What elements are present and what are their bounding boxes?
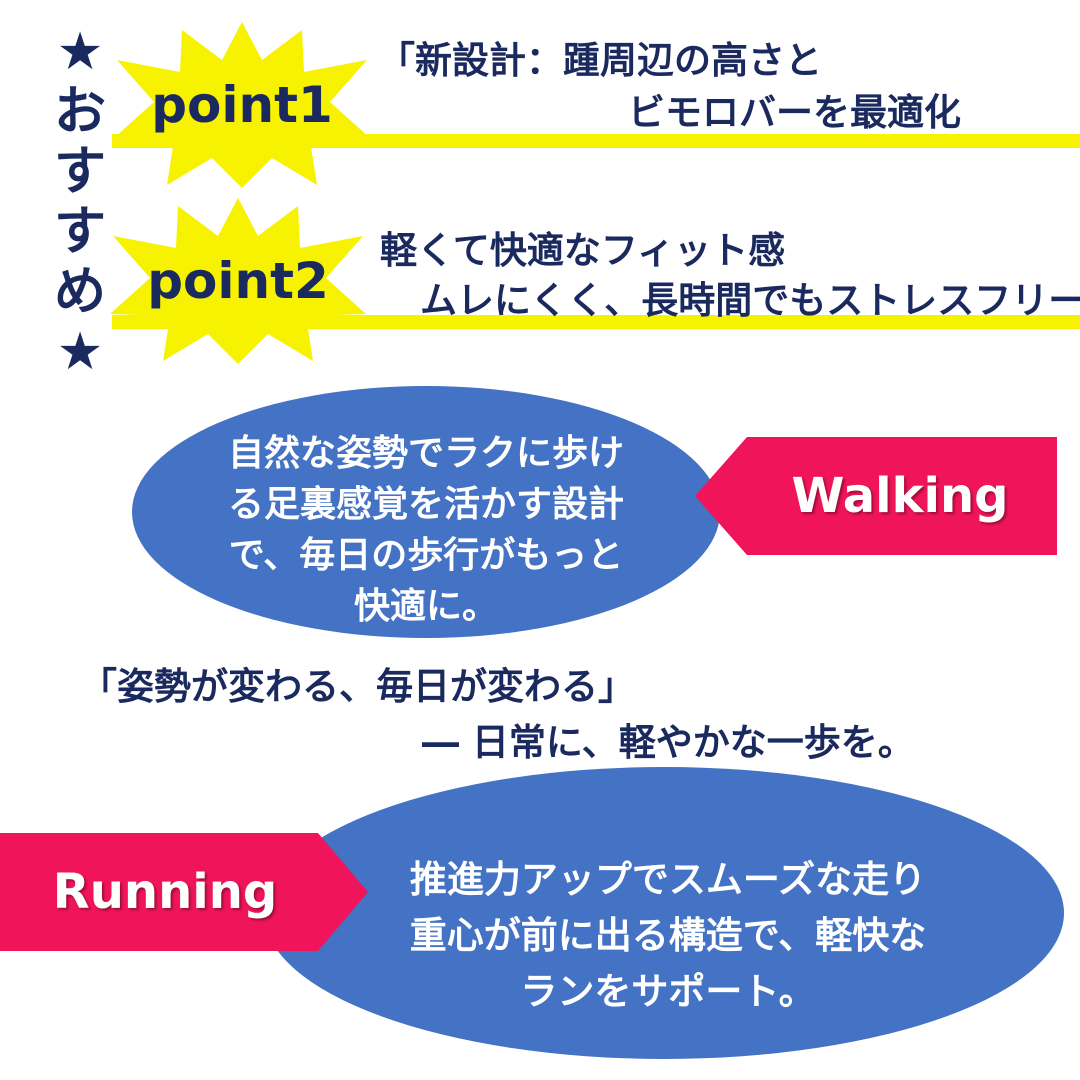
slogan-line2: ― 日常に、軽やかな一歩を。 [422,721,915,764]
walking-tag-label: Walking [791,468,1009,524]
starburst-icon [110,198,366,364]
point1-badge: point1 [112,20,372,190]
point2-badge-label: point2 [147,252,329,310]
running-tag-label: Running [52,864,278,920]
running-line: 推進力アップでスムーズな走り [409,858,927,901]
walking-line: で、毎日の歩行がもっと [228,535,624,576]
running-line: ランをサポート。 [520,970,816,1013]
walking-ellipse [132,386,720,638]
vertical-char: お [53,82,106,142]
point1-badge-label: point1 [151,76,333,134]
running-ellipse [264,767,1064,1059]
walking-line: 自然な姿勢でラクに歩け [227,433,624,474]
walking-line: 快適に。 [353,586,498,627]
point1-line1: 「新設計：踵周辺の高さと [378,39,822,82]
running-tag [0,833,368,951]
vertical-char: す [53,202,106,262]
vertical-char: め [53,262,106,322]
recommend-vertical-label: ★ お す す め ★ [50,22,110,382]
vertical-char: す [53,142,106,202]
point1-line2: ビモロバーを最適化 [628,91,961,134]
point2-underline [112,315,1080,329]
starburst-icon [114,22,370,188]
walking-description: 自然な姿勢でラクに歩け る足裏感覚を活かす設計 で、毎日の歩行がもっと 快適に。 [130,428,722,632]
star-icon: ★ [56,22,104,82]
slogan-line1: 「姿勢が変わる、毎日が変わる」 [80,665,635,708]
walking-line: る足裏感覚を活かす設計 [227,484,624,525]
point2-badge: point2 [108,196,368,366]
walking-tag [695,437,1057,555]
running-description: 推進力アップでスムーズな走り 重心が前に出る構造で、軽快な ランをサポート。 [352,852,984,1020]
point2-line1: 軽くて快適なフィット感 [380,229,786,272]
star-icon: ★ [56,322,104,382]
running-line: 重心が前に出る構造で、軽快な [409,914,927,957]
point2-line2: ムレにくく、長時間でもストレスフリー [420,279,1080,322]
